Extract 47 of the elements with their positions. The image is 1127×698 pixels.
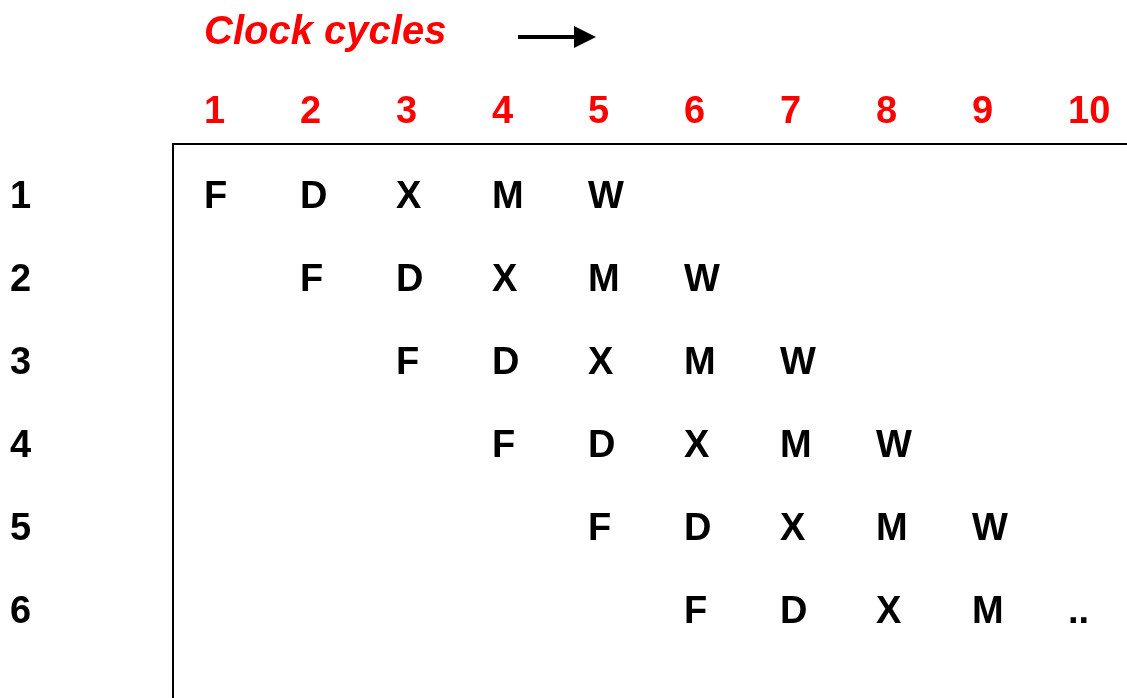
stage-letter: F xyxy=(396,341,420,381)
stage-letter: X xyxy=(684,424,710,464)
stage-letter: F xyxy=(300,258,324,298)
column-number: 10 xyxy=(1068,90,1111,130)
row-number: 5 xyxy=(10,507,32,547)
column-number: 5 xyxy=(588,90,610,130)
column-number: 4 xyxy=(492,90,514,130)
stage-letter: M xyxy=(684,341,716,381)
stage-letter: F xyxy=(204,175,228,215)
row-number: 1 xyxy=(10,175,32,215)
stage-letter: M xyxy=(780,424,812,464)
stage-letter: F xyxy=(492,424,516,464)
column-number: 9 xyxy=(972,90,994,130)
column-number: 1 xyxy=(204,90,226,130)
stage-letter: W xyxy=(684,258,720,298)
column-number: 6 xyxy=(684,90,706,130)
stage-letter: D xyxy=(780,590,808,630)
stage-letter: X xyxy=(396,175,422,215)
stage-letter: D xyxy=(684,507,712,547)
axis-title: Clock cycles xyxy=(204,8,447,52)
stage-letter: X xyxy=(780,507,806,547)
stage-letter: X xyxy=(588,341,614,381)
stage-letter: X xyxy=(492,258,518,298)
stage-letter: W xyxy=(876,424,912,464)
stage-letter: F xyxy=(684,590,708,630)
row-number: 6 xyxy=(10,590,32,630)
stage-letter: D xyxy=(300,175,328,215)
stage-letter: M xyxy=(492,175,524,215)
column-number: 2 xyxy=(300,90,322,130)
column-number: 7 xyxy=(780,90,802,130)
row-number: 4 xyxy=(10,424,32,464)
stage-letter: .. xyxy=(1068,590,1090,630)
stage-letter: W xyxy=(780,341,816,381)
stage-letter: D xyxy=(396,258,424,298)
stage-letter: M xyxy=(588,258,620,298)
row-number: 3 xyxy=(10,341,32,381)
stage-letter: W xyxy=(972,507,1008,547)
column-number: 3 xyxy=(396,90,418,130)
column-number: 8 xyxy=(876,90,898,130)
row-number: 2 xyxy=(10,258,32,298)
stage-letter: X xyxy=(876,590,902,630)
stage-letter: W xyxy=(588,175,624,215)
stage-letter: M xyxy=(876,507,908,547)
stage-letter: D xyxy=(588,424,616,464)
stage-letter: F xyxy=(588,507,612,547)
stage-letter: M xyxy=(972,590,1004,630)
stage-letter: D xyxy=(492,341,520,381)
